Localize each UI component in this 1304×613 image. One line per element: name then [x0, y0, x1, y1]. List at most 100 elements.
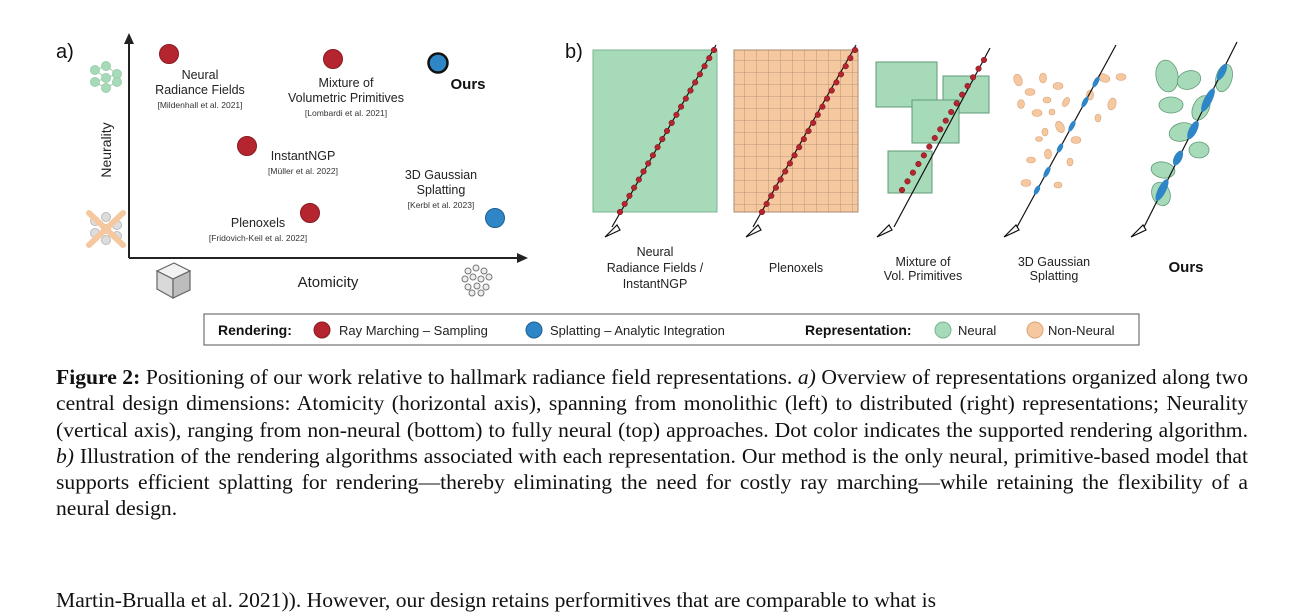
ray-sample-dot: [838, 71, 845, 78]
caption-text-1: Positioning of our work relative to hall…: [140, 365, 798, 389]
3dgs-caption-line-1: 3D Gaussian: [1018, 255, 1090, 269]
mvp-illustration: [875, 47, 991, 238]
ray-sample-dot: [970, 74, 977, 81]
mvp-caption-line-2: Vol. Primitives: [884, 269, 963, 283]
nerf-label-line-1: Neural: [182, 68, 219, 82]
instantngp-dot: [237, 136, 257, 156]
ray-sample-dot: [696, 71, 703, 78]
particles-icon: [461, 264, 493, 297]
ray-sample-dot: [616, 208, 624, 216]
ray-sample-dot: [640, 168, 647, 175]
mvp-caption-line-1: Mixture of: [896, 255, 951, 269]
ours-caption: Ours: [1168, 259, 1203, 276]
nerf-dot: [159, 44, 179, 64]
caption-text-2: Overview of representations organized al…: [56, 365, 1249, 442]
nerf-caption-line-1: Neural: [637, 245, 674, 259]
ray-sample-dot: [701, 63, 708, 70]
ours-label: Ours: [450, 76, 485, 93]
camera-icon: [1130, 224, 1147, 238]
ray-sample-dot: [851, 46, 859, 54]
cube-icon: [155, 262, 192, 300]
ray-sample-dot: [800, 136, 807, 143]
ray-sample-dot: [710, 46, 718, 54]
ray-sample-dot: [782, 168, 789, 175]
figure-caption: Figure 2: Positioning of our work relati…: [56, 364, 1248, 522]
ours-illustration: [1130, 41, 1238, 238]
ray-sample-dot: [772, 184, 780, 191]
ray-sample-dot: [673, 111, 680, 118]
ray-sample-dot: [687, 87, 694, 94]
ray-sample-dot: [920, 152, 927, 159]
caption-text-3: Illustration of the rendering algorithms…: [56, 443, 1248, 521]
panel-b-label: b): [565, 41, 583, 63]
y-axis-arrow: [124, 33, 134, 44]
nerf-illustration: [592, 44, 718, 238]
plenoxels-citation: [Fridovich-Keil et al. 2022]: [209, 233, 307, 243]
ray-sample-dot: [659, 136, 666, 143]
legend-splatting-dot: [525, 321, 543, 339]
mvp-citation: [Lombardi et al. 2021]: [305, 108, 387, 118]
plenoxels-illustration: [733, 44, 859, 238]
legend-ray-marching-dot: [313, 321, 331, 339]
3dgs-dot: [485, 208, 505, 228]
ray-sample-dot: [942, 117, 949, 124]
ray-sample-dot: [678, 103, 685, 110]
ray-sample-dot: [631, 184, 638, 191]
x-axis-arrow: [517, 253, 528, 263]
ray-sample-dot: [668, 119, 675, 126]
nerf-caption-line-2: Radiance Fields /: [607, 261, 704, 275]
ray-sample-dot: [621, 200, 628, 207]
y-axis-label: Neurality: [98, 122, 114, 177]
ray-sample-dot: [904, 178, 911, 185]
ray-sample-dot: [635, 176, 642, 183]
ray-sample-dot: [828, 87, 835, 94]
3dgs-label-line-2: Splatting: [417, 183, 466, 197]
legend-rendering-title: Rendering:: [218, 322, 292, 338]
ray-samples: [898, 56, 988, 194]
ray-sample-dot: [948, 108, 955, 116]
ray-sample-dot: [833, 79, 840, 86]
body-text-line: Martin-Brualla et al. 2021)). However, o…: [56, 588, 936, 612]
ray-sample-dot: [898, 186, 906, 194]
instantngp-label: InstantNGP: [271, 149, 336, 163]
ray-sample-dot: [937, 126, 944, 133]
ray-sample-dot: [824, 95, 831, 102]
figure-label: Figure 2:: [56, 365, 141, 389]
3dgs-label-line-1: 3D Gaussian: [405, 168, 477, 182]
ray-sample-dot: [805, 127, 812, 135]
ray-sample-dot: [682, 95, 689, 102]
instantngp-citation: [Müller et al. 2022]: [268, 166, 338, 176]
ray-sample-dot: [842, 63, 849, 70]
ray-sample-dot: [847, 55, 854, 62]
ray-samples: [758, 46, 859, 216]
ray-sample-dot: [768, 192, 775, 199]
ray-samples: [616, 46, 718, 216]
ray-sample-dot: [810, 119, 817, 126]
mvp-dot: [323, 49, 343, 69]
ray-sample-dot: [980, 56, 988, 64]
nerf-citation: [Mildenhall et al. 2021]: [157, 100, 242, 110]
ray-sample-dot: [692, 79, 699, 86]
camera-icon: [604, 224, 621, 238]
3dgs-citation: [Kerbl et al. 2023]: [408, 200, 475, 210]
mvp-label-line-2: Volumetric Primitives: [288, 91, 404, 105]
ray-sample-dot: [654, 144, 661, 151]
legend-splatting-label: Splatting – Analytic Integration: [550, 323, 725, 338]
plenoxels-caption: Plenoxels: [769, 261, 823, 275]
x-axis-label: Atomicity: [298, 274, 359, 291]
mvp-label-line-1: Mixture of: [319, 76, 374, 90]
ray-sample-dot: [959, 91, 966, 98]
ray-sample-dot: [909, 169, 916, 176]
ray-sample-dot: [626, 192, 633, 199]
ray-sample-dot: [649, 152, 656, 159]
ray-sample-dot: [926, 143, 933, 150]
figure-2: a) Neurality Atomicity Ne: [56, 33, 1238, 346]
ray-sample-dot: [931, 134, 938, 142]
ray-sample-dot: [915, 160, 922, 168]
panel-a-label: a): [56, 41, 74, 63]
non-neural-icon: [86, 210, 126, 248]
neural-network-icon: [90, 61, 122, 93]
ray-sample-dot: [953, 100, 960, 107]
ray-sample-dot: [791, 152, 798, 159]
ours-dot: [427, 52, 449, 74]
